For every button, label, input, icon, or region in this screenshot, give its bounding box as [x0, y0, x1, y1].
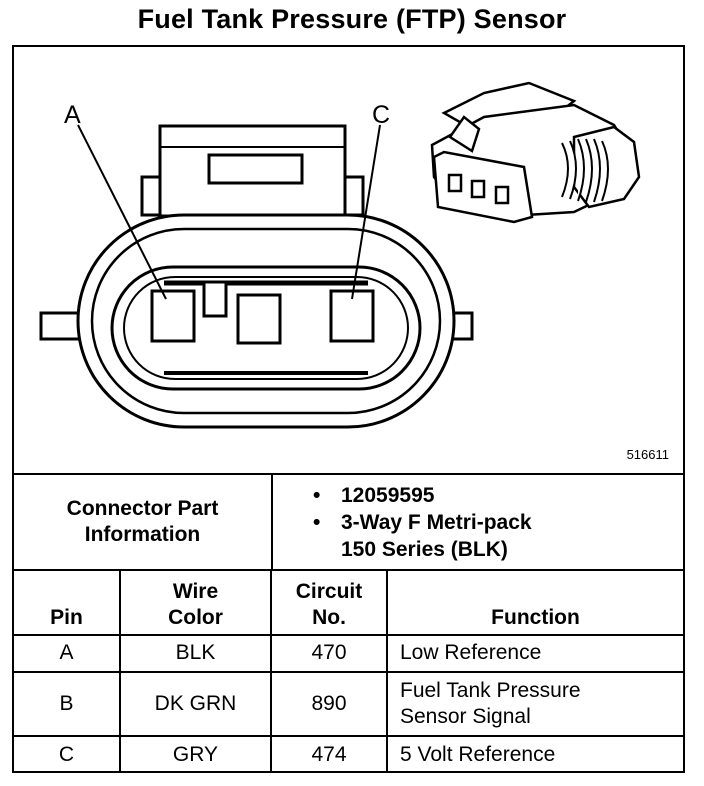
- pin-cell: A: [14, 633, 121, 673]
- circuit-cell: 890: [270, 670, 388, 737]
- iso-terminal-1: [447, 173, 463, 193]
- circuit-cell: 474: [270, 734, 388, 773]
- connector-isometric-view: [430, 81, 641, 224]
- connector-info-details: • 12059595 • 3-Way F Metri-pack 150 Seri…: [272, 474, 683, 571]
- part-number-row: • 12059595: [313, 482, 683, 509]
- table-row: A BLK 470 Low Reference: [14, 633, 683, 673]
- connector-info-label: Connector Part Information: [14, 474, 273, 571]
- terminal-c: [329, 289, 375, 343]
- iso-terminal-2: [470, 179, 486, 199]
- iso-terminal-3: [494, 185, 510, 205]
- function-cell: Fuel Tank Pressure Sensor Signal: [386, 670, 683, 737]
- wire-color-cell: BLK: [119, 633, 272, 673]
- connector-drawing: A C: [39, 81, 641, 429]
- terminal-a: [150, 289, 196, 343]
- pin-cell: C: [14, 734, 121, 773]
- description-row: • 3-Way F Metri-pack 150 Series (BLK): [313, 509, 683, 563]
- pin-cell: B: [14, 670, 121, 737]
- function-cell: 5 Volt Reference: [386, 734, 683, 773]
- middle-shell: [90, 227, 442, 415]
- terminal-b: [236, 293, 282, 345]
- bullet-icon: •: [313, 510, 321, 534]
- wire-color-cell: DK GRN: [119, 670, 272, 737]
- pin-table: Pin Wire Color Circuit No. Function A BL…: [14, 571, 683, 773]
- header-function: Function: [386, 571, 683, 636]
- latch-window: [207, 153, 304, 185]
- header-wire-color: Wire Color: [119, 571, 272, 636]
- leader-line-c: [351, 124, 381, 300]
- inner-cavity: [110, 265, 422, 391]
- figure-number: 516611: [626, 447, 669, 462]
- header-circuit: Circuit No.: [270, 571, 388, 636]
- diagram-title: Fuel Tank Pressure (FTP) Sensor: [137, 4, 567, 34]
- wire-color-cell: GRY: [119, 734, 272, 773]
- table-row: C GRY 474 5 Volt Reference: [14, 734, 683, 773]
- leader-line-a: [77, 124, 167, 300]
- function-cell: Low Reference: [386, 633, 683, 673]
- description-line1: 3-Way F Metri-pack: [341, 510, 532, 534]
- pin-label-c: C: [372, 101, 390, 129]
- circuit-cell: 470: [270, 633, 388, 673]
- pin-label-a: A: [64, 101, 81, 129]
- diagram-frame: A C 516611 Connector Part: [12, 45, 685, 773]
- table-row: B DK GRN 890 Fuel Tank Pressure Sensor S…: [14, 670, 683, 737]
- bullet-icon: •: [313, 483, 321, 507]
- description-line2: 150 Series (BLK): [341, 537, 508, 561]
- left-tab: [39, 311, 83, 341]
- connector-face-view: [39, 124, 474, 429]
- key-tab: [202, 280, 228, 318]
- part-number: 12059595: [341, 483, 435, 507]
- pin-table-header: Pin Wire Color Circuit No. Function: [14, 571, 683, 636]
- header-pin: Pin: [14, 571, 121, 636]
- connector-info-table: Connector Part Information • 12059595 • …: [14, 473, 683, 571]
